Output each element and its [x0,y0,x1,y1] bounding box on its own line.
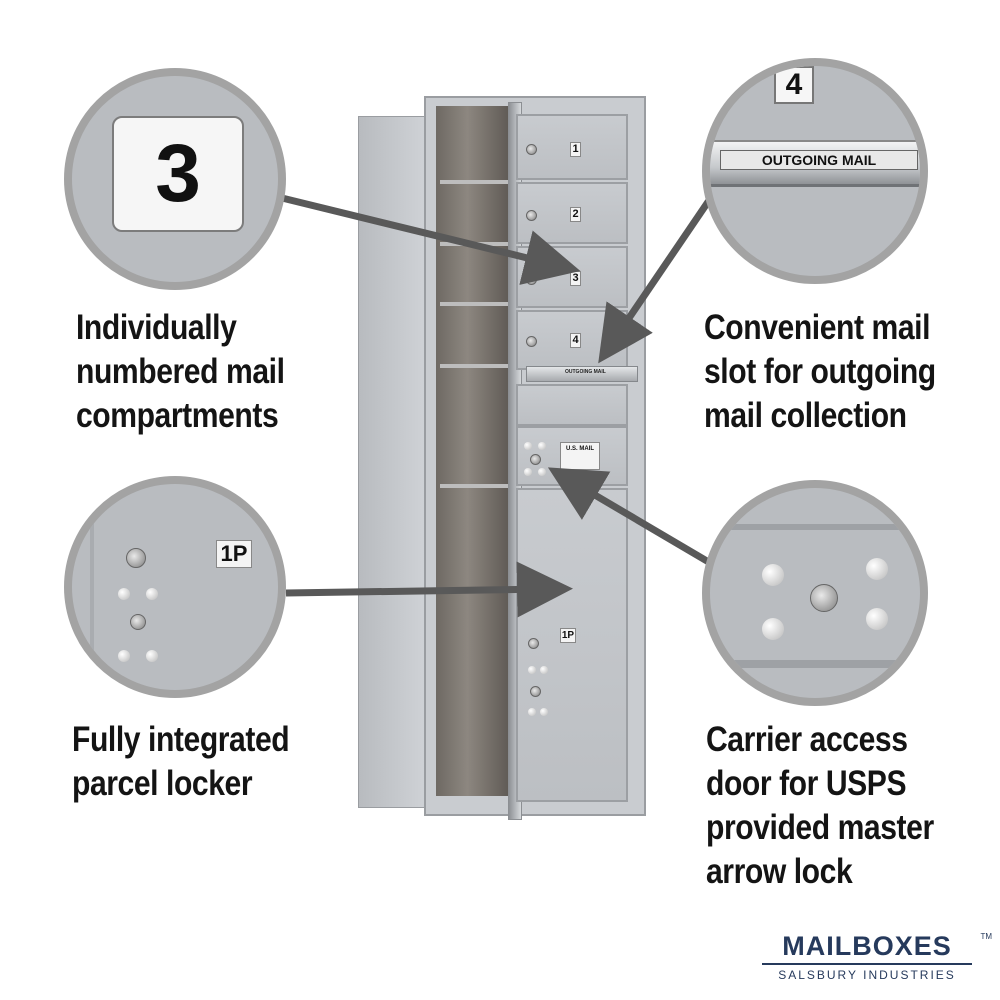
box-number-tag: 4 [570,333,581,348]
zoom-number-tag: 3 [64,68,286,290]
zoom-carrier-panel-bottom [710,660,920,668]
rivet-icon [528,708,536,716]
rivet-icon [762,618,784,640]
callout-line: Fully integrated [72,720,290,759]
parcel-number-tag: 1P [560,628,576,643]
rivet-icon [866,608,888,630]
zoom-outgoing-slot: 4 OUTGOING MAIL [702,58,928,284]
rivet-icon [528,666,536,674]
lock-icon [130,614,146,630]
brand-name: MAILBOXES [782,931,952,961]
zoom-carrier-lock [702,480,928,706]
callout-numbered-compartments: Individually numbered mail compartments [76,306,285,438]
arrow-numbered [281,194,581,285]
arrow-parcel [285,561,573,618]
rivet-icon [538,442,546,450]
usps-label-text: U.S. MAIL [566,446,594,452]
arrow-lock-icon [530,454,541,465]
callout-line: arrow lock [706,852,853,891]
arrow-carrier [547,467,714,568]
zoom-carrier-panel-top [710,524,920,530]
brand-rule [762,963,972,965]
zoom-number-plate: 3 [112,116,244,232]
lock-icon [526,144,537,155]
rivet-icon [524,442,532,450]
tenant-door-1[interactable]: 1 [516,114,628,180]
interior-shelf [440,302,512,306]
outgoing-mail-label: OUTGOING MAIL [565,369,606,375]
brand-logo: MAILBOXES TM SALSBURY INDUSTRIES [756,931,992,986]
lock-icon [526,210,537,221]
unit-interior [436,106,514,796]
rivet-icon [762,564,784,586]
lock-icon [528,638,539,649]
box-number-tag: 2 [570,207,581,222]
arrow-outgoing [598,194,715,364]
callout-line: Carrier access [706,720,908,759]
zoom-box-number-text: 4 [785,68,803,101]
callout-line: door for USPS [706,764,907,803]
callout-line: Individually [76,308,237,347]
brand-tagline: SALSBURY INDUSTRIES [778,968,956,982]
rivet-icon [524,468,532,476]
rivet-icon [538,468,546,476]
zoom-parcel-tag: 1P [216,540,252,568]
callout-line: numbered mail [76,352,285,391]
interior-shelf [440,364,512,368]
usps-label: U.S. MAIL [560,442,600,470]
zoom-outgoing-plate: OUTGOING MAIL [720,150,918,170]
collection-panel [516,384,628,426]
callout-outgoing-slot: Convenient mail slot for outgoing mail c… [704,306,936,438]
parcel-locker-door[interactable]: 1P [516,488,628,802]
zoom-parcel-locker: 1P [64,476,286,698]
lock-icon [530,686,541,697]
zoom-box-number-plate: 4 [774,66,814,104]
rivet-icon [146,588,158,600]
interior-shelf [440,180,512,184]
interior-shelf [440,484,512,488]
rivet-icon [118,588,130,600]
callout-line: Convenient mail [704,308,931,347]
callout-carrier-door: Carrier access door for USPS provided ma… [706,718,934,894]
rivet-icon [146,650,158,662]
zoom-door-edge [90,484,94,690]
lock-icon [126,548,146,568]
rivet-icon [540,666,548,674]
rivet-icon [118,650,130,662]
callout-line: parcel locker [72,764,253,803]
lock-icon [526,336,537,347]
zoom-outgoing-text: OUTGOING MAIL [761,152,877,168]
box-number-tag: 1 [570,142,581,157]
rivet-icon [540,708,548,716]
callout-line: slot for outgoing [704,352,936,391]
outgoing-mail-slot[interactable]: OUTGOING MAIL [526,366,638,382]
rivet-icon [866,558,888,580]
callout-line: compartments [76,396,279,435]
arrow-lock-icon [810,584,838,612]
callout-parcel-locker: Fully integrated parcel locker [72,718,290,806]
zoom-number-text: 3 [155,128,201,219]
brand-trademark: TM [980,932,992,941]
callout-line: mail collection [704,396,907,435]
callout-line: provided master [706,808,934,847]
